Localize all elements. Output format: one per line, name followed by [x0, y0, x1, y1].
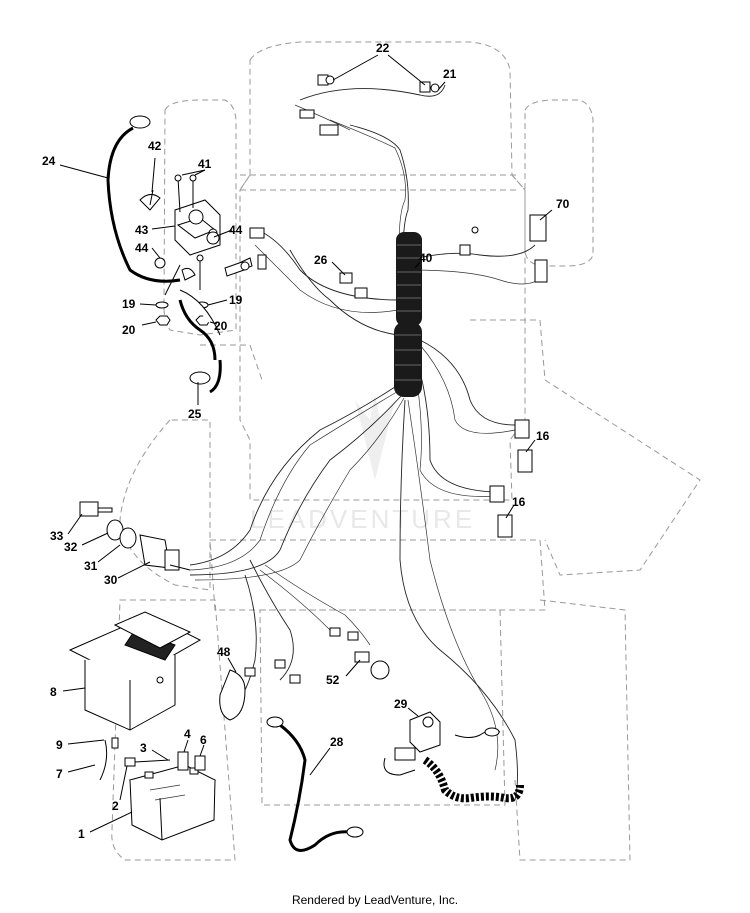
render-credit: Rendered by LeadVenture, Inc. — [291, 893, 459, 907]
callout-4: 4 — [184, 727, 191, 741]
callout-3: 3 — [140, 741, 147, 755]
callout-41: 41 — [198, 157, 212, 171]
callout-19-right: 19 — [229, 293, 243, 307]
callout-9: 9 — [56, 738, 63, 752]
callout-19-left: 19 — [122, 297, 136, 311]
battery — [128, 764, 217, 841]
callout-7: 7 — [56, 767, 63, 781]
battery-box — [68, 611, 202, 731]
harness-conduit — [394, 232, 422, 397]
callout-20-left: 20 — [122, 323, 136, 337]
callout-52: 52 — [326, 673, 340, 687]
tractor-outline — [111, 41, 701, 861]
callout-31: 31 — [84, 559, 98, 573]
callout-16-lower: 16 — [512, 495, 526, 509]
watermark: LEADVENTURE — [250, 395, 475, 534]
callout-44-right: 44 — [229, 223, 243, 237]
callout-32: 32 — [64, 540, 78, 554]
callout-1: 1 — [78, 827, 85, 841]
callout-28: 28 — [330, 735, 344, 749]
callout-22: 22 — [376, 41, 390, 55]
callout-40: 40 — [419, 251, 433, 265]
battery-cables — [106, 115, 364, 852]
watermark-text: LEADVENTURE — [250, 504, 475, 534]
callout-29: 29 — [394, 697, 408, 711]
callout-8: 8 — [50, 685, 57, 699]
callout-25: 25 — [188, 407, 202, 421]
leader-lines — [59, 54, 553, 833]
coiled-cord — [422, 756, 524, 803]
callout-70: 70 — [556, 197, 570, 211]
callout-labels: 22 21 24 42 41 70 43 44 44 40 26 19 19 2… — [42, 41, 570, 841]
callout-20-right: 20 — [214, 319, 228, 333]
small-parts — [99, 669, 501, 781]
callout-42: 42 — [148, 139, 162, 153]
ignition-switch — [79, 501, 191, 571]
connectors — [234, 74, 548, 684]
callout-21: 21 — [443, 67, 457, 81]
callout-44-left: 44 — [135, 241, 149, 255]
callout-16-upper: 16 — [536, 429, 550, 443]
callout-48: 48 — [217, 645, 231, 659]
callout-2: 2 — [112, 799, 119, 813]
callout-6: 6 — [200, 733, 207, 747]
callout-26: 26 — [314, 253, 328, 267]
callout-30: 30 — [104, 573, 118, 587]
callout-24: 24 — [42, 154, 56, 168]
solenoid-assembly — [139, 174, 250, 336]
callout-43: 43 — [135, 223, 149, 237]
callout-33: 33 — [50, 529, 64, 543]
harness-wires — [189, 84, 546, 801]
